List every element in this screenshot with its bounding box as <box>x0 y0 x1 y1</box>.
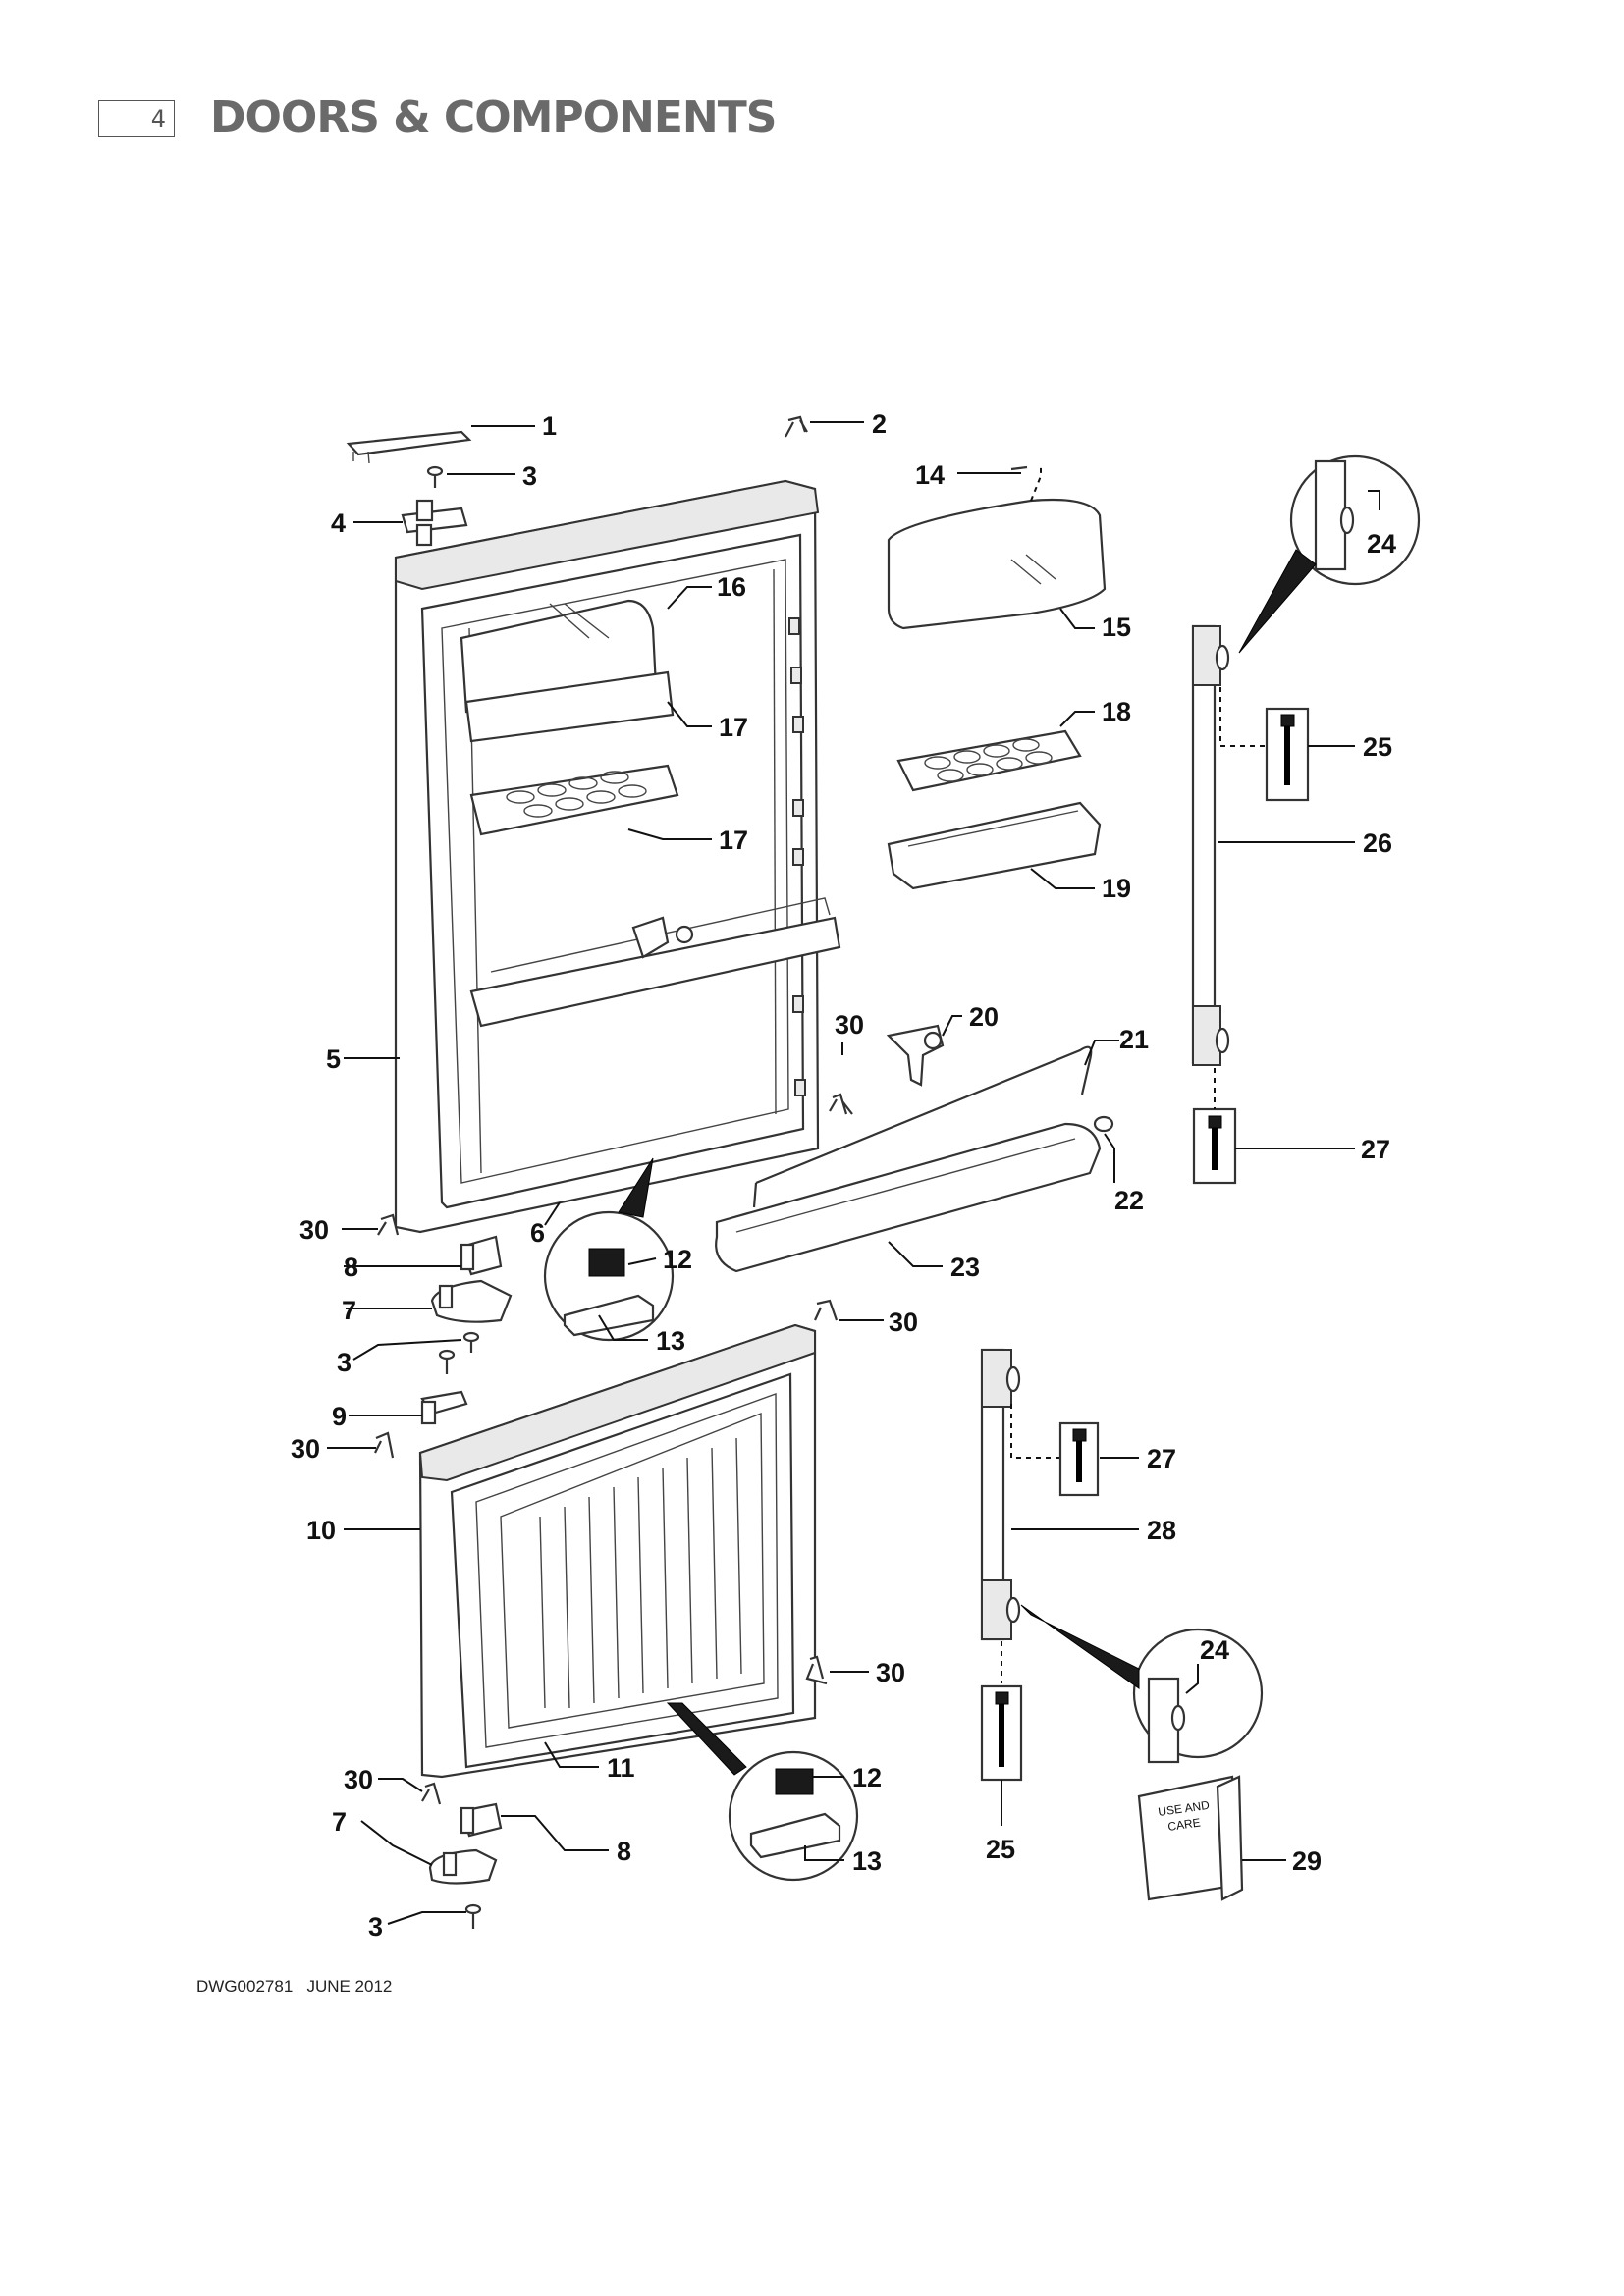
freezer-door-ribs <box>539 1437 742 1709</box>
callout-labels: 1 2 3 4 14 16 15 24 17 18 25 17 26 19 5 … <box>291 409 1396 1942</box>
dairy-door-lid <box>887 463 1107 630</box>
retainer-end-cap <box>1093 1115 1114 1133</box>
callout-30-freezer-top: 30 <box>291 1434 320 1464</box>
door-stop-clip-upper <box>829 1093 853 1115</box>
door-seal-detail-lower <box>666 1702 859 1882</box>
callout-27-top: 27 <box>1361 1135 1390 1164</box>
page-number: 4 <box>150 105 166 133</box>
freezer-door <box>418 1323 817 1779</box>
page-title: DOORS & COMPONENTS <box>210 92 777 142</box>
callout-26: 26 <box>1363 828 1392 858</box>
freezer-door-handle <box>980 1348 1060 1683</box>
fridge-door <box>394 479 841 1234</box>
bottle-retainer-bar <box>752 1045 1093 1208</box>
callout-12-lower: 12 <box>852 1763 882 1792</box>
top-hinge <box>401 499 468 547</box>
leader-lines <box>327 421 1380 1925</box>
callout-27-lower: 27 <box>1147 1444 1176 1473</box>
callout-18: 18 <box>1102 697 1131 726</box>
callout-30-mid-right: 30 <box>889 1308 918 1337</box>
callout-8-lower: 8 <box>617 1837 631 1866</box>
callout-4: 4 <box>331 508 346 538</box>
callout-2: 2 <box>872 409 887 439</box>
callout-28: 28 <box>1147 1516 1176 1545</box>
callout-22: 22 <box>1114 1186 1144 1215</box>
bin-divider <box>886 1024 945 1087</box>
callout-5: 5 <box>326 1044 341 1074</box>
egg-tray <box>896 729 1082 792</box>
handle-screw-box <box>1219 687 1310 802</box>
callout-21: 21 <box>1119 1025 1149 1054</box>
callout-12-upper: 12 <box>663 1245 692 1274</box>
callout-19: 19 <box>1102 874 1131 903</box>
callout-15: 15 <box>1102 613 1131 642</box>
callout-1: 1 <box>542 411 557 441</box>
callout-7-upper: 7 <box>342 1296 356 1325</box>
dairy-compartment <box>460 599 675 743</box>
door-top-cover <box>346 430 472 464</box>
freezer-handle-magnifier <box>1020 1604 1264 1764</box>
callout-17-lower: 17 <box>719 826 748 855</box>
handle-detail-magnifier <box>1238 454 1421 654</box>
bottle-shelf <box>469 897 841 1028</box>
door-seal-detail-upper <box>543 1157 675 1342</box>
callout-7-lower: 7 <box>332 1807 347 1837</box>
callout-13-upper: 13 <box>656 1326 685 1356</box>
callout-3-mid: 3 <box>337 1348 352 1377</box>
screw-top <box>426 465 444 488</box>
callout-24-lower: 24 <box>1200 1635 1229 1665</box>
callout-3-top: 3 <box>522 461 537 491</box>
callout-13-lower: 13 <box>852 1846 882 1876</box>
door-stop-clip <box>785 415 808 438</box>
callout-20: 20 <box>969 1002 999 1032</box>
middle-hinge-stack <box>377 1213 513 1425</box>
use-and-care-manual: USE AND CARE <box>1137 1775 1244 1901</box>
handle-screw-box-lower <box>1192 1068 1237 1185</box>
callout-3-bottom: 3 <box>368 1912 383 1942</box>
door-stop-clips-lower <box>374 1299 839 1805</box>
fridge-door-handle <box>1191 624 1230 1066</box>
freezer-handle-screw-box <box>1058 1421 1100 1497</box>
callout-9: 9 <box>332 1402 347 1431</box>
door-rail-tabs <box>788 617 806 1096</box>
drawing-reference: DWG002781 JUNE 2012 <box>196 1977 393 1996</box>
callout-11: 11 <box>607 1753 635 1783</box>
callout-25-lower: 25 <box>986 1835 1015 1864</box>
small-door-bin <box>887 801 1102 890</box>
callout-30-freezer-bottom: 30 <box>344 1765 373 1794</box>
callout-23: 23 <box>950 1253 980 1282</box>
callout-30-mid-left: 30 <box>299 1215 329 1245</box>
callout-16: 16 <box>717 572 746 602</box>
callout-6: 6 <box>530 1218 545 1248</box>
callout-30-bin: 30 <box>835 1010 864 1040</box>
callout-24-top: 24 <box>1367 529 1396 559</box>
egg-tray-shelf <box>469 764 679 836</box>
manual-title-line2: CARE <box>1166 1815 1201 1834</box>
callout-29: 29 <box>1292 1846 1322 1876</box>
freezer-handle-screw-box-lower <box>980 1684 1023 1782</box>
large-bottle-bin <box>715 1122 1102 1273</box>
callout-10: 10 <box>306 1516 336 1545</box>
callout-8-upper: 8 <box>344 1253 358 1282</box>
page-number-box: 4 <box>98 100 175 137</box>
callout-25-top: 25 <box>1363 732 1392 762</box>
callout-17-upper: 17 <box>719 713 748 742</box>
callout-30-freezer-right: 30 <box>876 1658 905 1687</box>
bottom-hinge-stack <box>428 1802 503 1929</box>
callout-14: 14 <box>915 460 945 490</box>
